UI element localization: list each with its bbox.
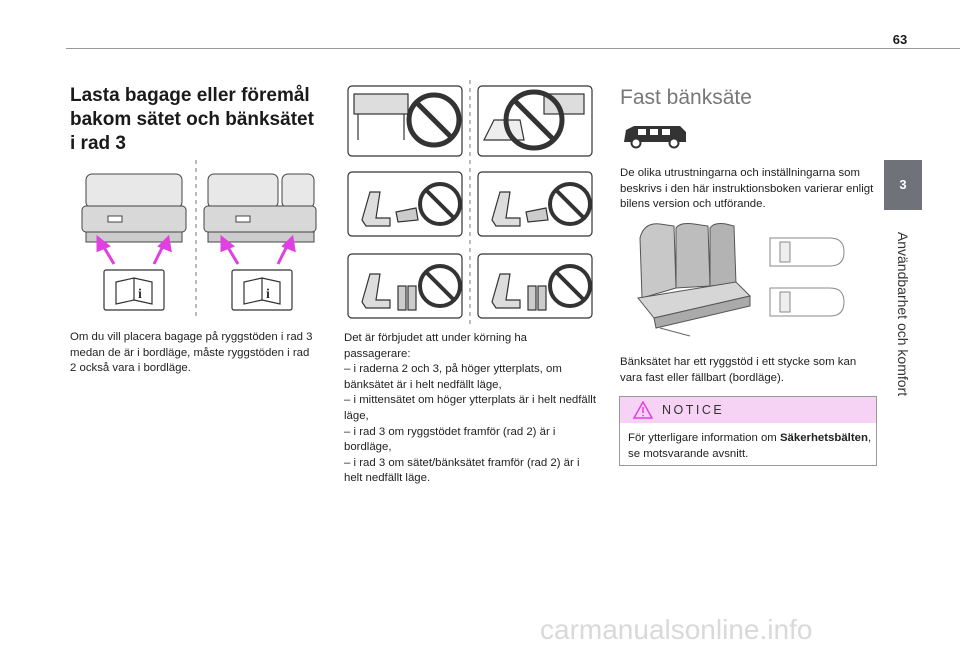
prohibition-icon [418,264,592,308]
chapter-title: Användbarhet och komfort [895,231,911,397]
header-rule [66,48,960,49]
section-heading: Lasta bagage eller föremål bakom sätet o… [70,85,314,154]
notice-link[interactable]: Säkerhetsbälten [779,432,868,444]
chapter-tab[interactable]: 3 [884,160,922,210]
book-info-icon: i [231,269,293,311]
svg-text:i: i [266,287,270,302]
watermark: carmanualsonline.info [540,614,813,645]
notice-box: NOTICE För ytterligare information om Sä… [619,396,877,466]
col2-line: – i rad 3 om ryggstödet framför (rad 2) … [344,425,556,454]
col2-line: – i rad 3 om sätet/bänksätet framför (ra… [344,456,580,485]
notice-header: NOTICE [620,397,876,423]
bench-seat-image [630,218,852,342]
section-title: Fast bänksäte [620,86,752,109]
notice-title: NOTICE [662,403,725,417]
col2-text: Det är förbjudet att under körning ha pa… [344,331,596,487]
warning-triangle-icon [632,400,654,424]
notice-text: För ytterligare information om Säkerhets… [628,432,872,460]
seat-illustration-col1: i i [78,160,318,320]
prohibition-icon [418,182,592,226]
prohibition-icon [406,89,565,151]
page-number: 63 [892,32,908,47]
bench-seat-image [81,173,187,243]
intro-paragraph: De olika utrustningarna och inställninga… [620,167,874,211]
svg-text:i: i [138,287,142,302]
book-info-icon: i [103,269,165,311]
col2-line: – i raderna 2 och 3, på höger ytterplats… [344,363,562,391]
van-icon [620,122,690,150]
col2-line: Det är förbjudet att under körning ha pa… [344,332,527,360]
prohibition-illustration [344,80,596,324]
seat-caption: Bänksätet har ett ryggstöd i ett stycke … [620,356,857,384]
col2-line: – i mittensätet om höger ytterplats är i… [344,394,596,422]
col1-paragraph: Om du vill placera bagage på ryggstöden … [70,331,313,375]
